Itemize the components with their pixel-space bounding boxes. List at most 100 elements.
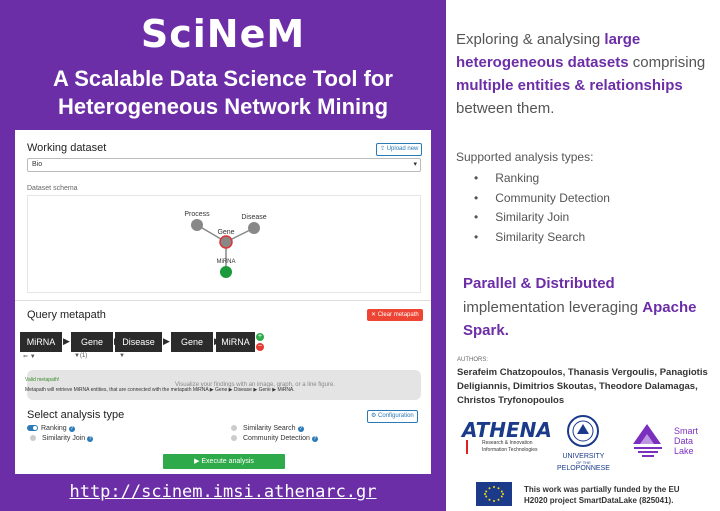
app-screenshot: Working dataset ⇪ Upload new Bio ▾ Datas… — [15, 130, 431, 474]
funding-line1: This work was partially funded by the EU — [524, 485, 680, 494]
list-item: Community Detection — [474, 189, 610, 209]
intro-part: Exploring & analysing — [456, 31, 605, 48]
uop-line2: OF THE — [576, 460, 591, 465]
poster-title-line2: Heterogeneous Network Mining — [57, 94, 389, 119]
intro-text: Exploring & analysing large heterogeneou… — [456, 28, 714, 120]
schema-label-mirna: MiRNA — [217, 259, 236, 265]
schema-graph-svg: Process Disease Gene MiRNA — [184, 211, 267, 278]
dataset-schema-label: Dataset schema — [27, 185, 78, 192]
authors-label: AUTHORS: — [457, 357, 489, 363]
tooltip-title: Valid metapath! — [25, 377, 60, 383]
sdl-line1: Smart — [674, 426, 699, 436]
schema-label-process: Process — [184, 211, 210, 218]
upload-new-label: Upload new — [386, 146, 419, 152]
sdl-line2: Data — [674, 436, 694, 446]
working-dataset-title: Working dataset — [27, 142, 107, 154]
tooltip-text: Metapath will retrieve MiRNA entities, t… — [25, 387, 295, 393]
supported-types-label: Supported analysis types: — [456, 150, 594, 164]
athena-sub2: Information Technologies — [482, 447, 538, 453]
divider — [15, 300, 431, 301]
analysis-types-list: Ranking Community Detection Similarity J… — [474, 169, 610, 247]
funding-notice: This work was partially funded by the EU… — [476, 480, 716, 510]
intro-highlight: large heterogeneous datasets — [456, 31, 641, 71]
filter-icon[interactable]: ▼ — [119, 353, 125, 359]
intro-highlight: multiple entities & relationships — [456, 77, 683, 94]
authors-list: Serafeim Chatzopoulos, Thanasis Vergouli… — [457, 367, 708, 406]
help-icon[interactable]: ? — [297, 426, 304, 432]
execute-label: Execute analysis — [201, 458, 254, 465]
university-peloponnese-logo: UNIVERSITY OF THE PELOPONNESE — [557, 414, 610, 472]
mountain-lake-icon — [633, 424, 662, 457]
upload-new-button[interactable]: ⇪ Upload new — [376, 143, 423, 156]
para-highlight: Parallel & Distributed — [463, 275, 615, 292]
logo-text: SciNeM — [140, 12, 306, 56]
option-label: Ranking — [41, 425, 67, 432]
list-item: Similarity Search — [474, 228, 610, 248]
radio-icon[interactable] — [231, 425, 237, 431]
athena-name: ATHENA — [462, 418, 552, 442]
clear-metapath-label: Clear metapath — [377, 312, 419, 318]
remove-node-icon[interactable]: − — [256, 343, 264, 351]
analysis-type-title: Select analysis type — [27, 409, 125, 421]
dataset-select[interactable]: Bio ▾ — [27, 158, 421, 172]
filter-icon[interactable]: ▼(1) — [74, 353, 88, 359]
schema-node-process[interactable] — [191, 219, 203, 231]
funding-line2: H2020 project SmartDataLake (825041). — [524, 496, 674, 505]
dataset-schema-graph: Process Disease Gene MiRNA — [27, 195, 421, 293]
sdl-line3: Lake — [674, 446, 694, 456]
option-community-detection[interactable]: Community Detection? — [231, 435, 318, 442]
uop-line3: PELOPONNESE — [557, 465, 610, 472]
radio-icon[interactable] — [30, 435, 36, 441]
schema-label-disease: Disease — [241, 214, 266, 221]
implementation-text: Parallel & Distributed implementation le… — [463, 272, 715, 343]
poster-left-panel: SciNeM A Scalable Data Science Tool for … — [0, 0, 446, 511]
metapath-node[interactable]: MiRNA — [216, 332, 255, 352]
execute-analysis-button[interactable]: ▶ Execute analysis — [163, 454, 285, 469]
help-icon[interactable]: ? — [311, 436, 318, 442]
option-label: Community Detection — [243, 435, 310, 442]
metapath-node[interactable]: Gene — [71, 332, 113, 352]
help-icon[interactable]: ? — [87, 436, 94, 442]
para-part: implementation leveraging — [463, 298, 643, 316]
back-arrow-icon[interactable]: ⇐ ▼ — [23, 354, 36, 360]
list-item: Ranking — [474, 169, 610, 189]
option-label: Similarity Join — [42, 435, 86, 442]
filter-count: (1) — [79, 353, 88, 359]
add-node-icon[interactable]: + — [256, 333, 264, 341]
option-ranking[interactable]: Ranking? — [27, 425, 75, 432]
configuration-button[interactable]: ⚙ Configuration — [367, 410, 418, 423]
funding-text: This work was partially funded by the EU… — [524, 484, 680, 506]
metapath-node[interactable]: MiRNA — [20, 332, 62, 352]
option-label: Similarity Search — [243, 425, 296, 432]
schema-node-mirna[interactable] — [220, 266, 232, 278]
schema-label-gene: Gene — [217, 229, 234, 236]
athena-subtitle: Research & Innovation Information Techno… — [466, 440, 552, 454]
option-similarity-join[interactable]: Similarity Join? — [30, 435, 94, 442]
poster-title-line1: A Scalable Data Science Tool for — [53, 66, 393, 91]
metapath-tooltip — [27, 370, 421, 400]
uop-line1: UNIVERSITY — [562, 453, 605, 460]
list-item: Similarity Join — [474, 208, 610, 228]
clear-metapath-button[interactable]: ✕ Clear metapath — [367, 309, 423, 321]
help-icon[interactable]: ? — [68, 426, 75, 432]
university-seal-icon — [567, 415, 600, 447]
schema-node-gene[interactable] — [219, 235, 233, 249]
radio-icon[interactable] — [231, 435, 237, 441]
toggle-on-icon[interactable] — [27, 425, 38, 431]
athena-logo: ATHENA Research & Innovation Information… — [462, 420, 552, 454]
query-metapath-title: Query metapath — [27, 309, 106, 321]
eu-flag-icon — [476, 482, 512, 506]
metapath-node[interactable]: Gene — [171, 332, 213, 352]
chevron-down-icon: ▾ — [413, 161, 417, 168]
metapath-node[interactable]: Disease — [115, 332, 162, 352]
arrow-right-icon: ▶ — [163, 336, 170, 346]
configuration-label: Configuration — [378, 413, 414, 419]
project-url-link[interactable]: http://scinem.imsi.athenarc.gr — [69, 482, 377, 502]
scinem-logo: SciNeM — [0, 12, 446, 56]
athena-sub1: Research & Innovation — [482, 440, 533, 446]
intro-part: between them. — [456, 100, 555, 117]
tooltip-overlay: Visualize your findings with an image, g… — [175, 382, 335, 388]
schema-node-disease[interactable] — [248, 222, 260, 234]
option-similarity-search[interactable]: Similarity Search? — [231, 425, 304, 432]
sdl-text: Smart Data Lake — [674, 426, 698, 456]
